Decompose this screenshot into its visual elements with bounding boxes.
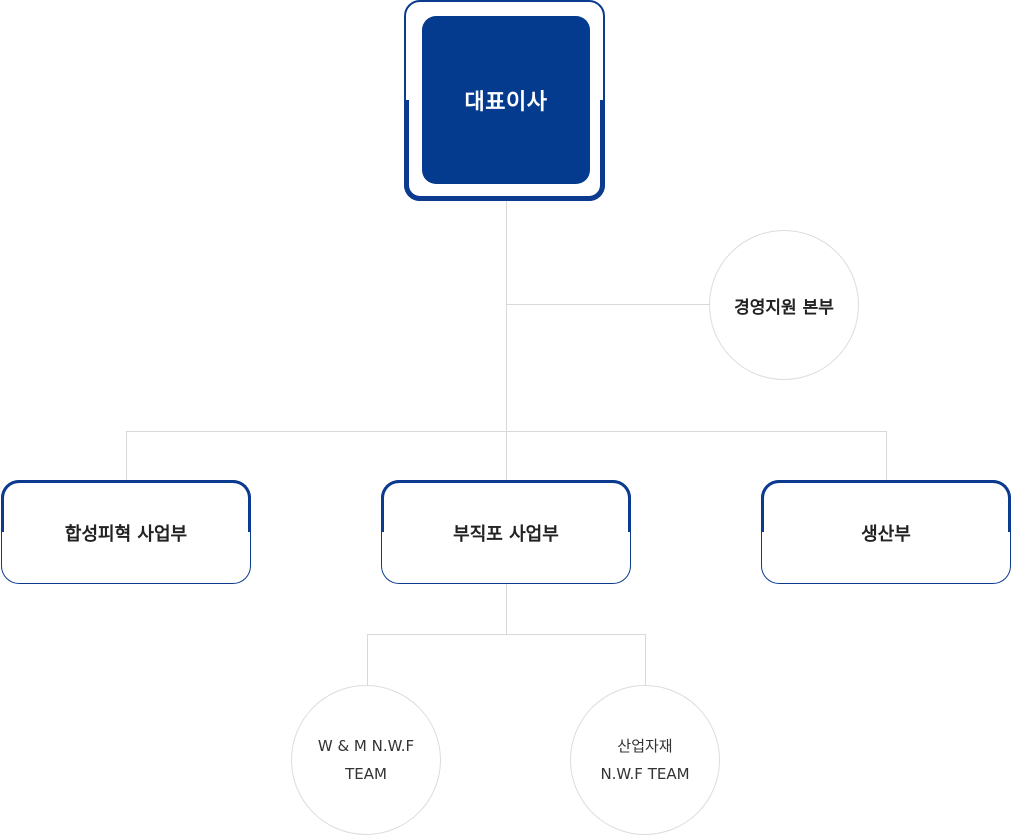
connector-ceo-trunk xyxy=(506,201,507,481)
connector-nonwoven-trunk xyxy=(506,584,507,635)
ceo-node: 대표이사 xyxy=(422,16,590,184)
team-node-wm: W & M N.W.F TEAM xyxy=(291,685,441,835)
connector-dept-left xyxy=(126,431,127,481)
dept-label: 부직포 사업부 xyxy=(453,524,559,545)
connector-support-branch xyxy=(507,304,710,305)
dept-node-production: 생산부 xyxy=(761,480,1011,584)
team-label-line2: TEAM xyxy=(345,765,387,783)
dept-node-nonwoven: 부직포 사업부 xyxy=(381,480,631,584)
connector-dept-horizontal xyxy=(126,431,887,432)
support-label: 경영지원 본부 xyxy=(734,297,834,318)
dept-node-synthetic-leather: 합성피혁 사업부 xyxy=(1,480,251,584)
connector-team-horizontal xyxy=(367,634,646,635)
connector-team-right xyxy=(645,634,646,686)
ceo-label: 대표이사 xyxy=(464,90,548,115)
team-node-industrial: 산업자재 N.W.F TEAM xyxy=(570,685,720,835)
dept-label: 생산부 xyxy=(861,524,911,545)
support-node: 경영지원 본부 xyxy=(709,230,859,380)
team-label-line1: W & M N.W.F xyxy=(317,737,415,755)
dept-label: 합성피혁 사업부 xyxy=(64,524,188,545)
connector-dept-right xyxy=(886,431,887,481)
connector-team-left xyxy=(367,634,368,686)
team-label-line1: 산업자재 xyxy=(617,737,673,755)
team-label-line2: N.W.F TEAM xyxy=(600,765,690,783)
